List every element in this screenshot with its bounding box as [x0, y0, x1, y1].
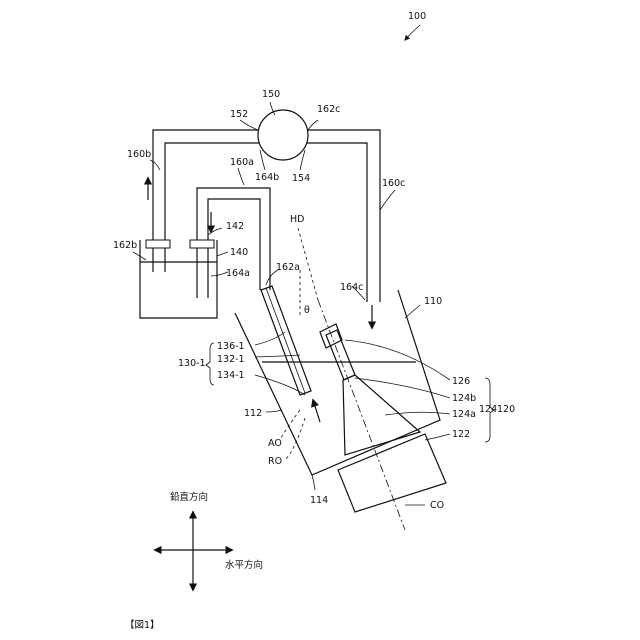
leader-142 — [208, 228, 222, 235]
leader-152 — [240, 120, 258, 130]
tube-inner-line — [266, 288, 305, 393]
leader-122 — [425, 434, 450, 440]
leader-160b — [150, 160, 160, 170]
label-114: 114 — [310, 495, 328, 506]
pipe-160c-outer — [308, 130, 380, 302]
label-126: 126 — [452, 376, 470, 387]
figure-caption: 【図1】 — [125, 620, 160, 631]
leader-160a — [238, 168, 244, 185]
label-164b: 164b — [255, 172, 279, 183]
label-theta: θ — [304, 305, 310, 316]
flow-arrow-tube — [313, 400, 320, 422]
leader-126 — [345, 340, 450, 380]
assembly-leader — [405, 25, 420, 40]
leader-160c — [380, 190, 395, 210]
label-ao: AO — [268, 438, 282, 449]
container-body — [235, 290, 440, 475]
leader-110 — [405, 305, 420, 318]
leader-134-1 — [255, 375, 305, 395]
label-152: 152 — [230, 109, 248, 120]
leader-162c — [308, 120, 318, 130]
label-162c: 162c — [317, 104, 340, 115]
bracket-130-1 — [206, 343, 214, 385]
leader-132-1 — [255, 355, 300, 357]
label-134-1: 134-1 — [217, 370, 245, 381]
tank — [140, 240, 217, 318]
label-vertical: 鉛直方向 — [170, 491, 208, 503]
hd-axis — [298, 228, 318, 300]
co-axis — [318, 300, 405, 530]
label-136-1: 136-1 — [217, 341, 245, 352]
label-154: 154 — [292, 173, 310, 184]
label-112: 112 — [244, 408, 262, 419]
label-124b: 124b — [452, 393, 476, 404]
label-142: 142 — [226, 221, 244, 232]
leader-114 — [312, 475, 315, 490]
label-164a: 164a — [226, 268, 250, 279]
nozzle-holder — [320, 324, 342, 348]
label-160a: 160a — [230, 157, 254, 168]
label-164c: 164c — [340, 282, 363, 293]
label-124a: 124a — [452, 409, 476, 420]
pipe-160c-inner — [307, 143, 367, 302]
leader-112 — [266, 410, 282, 412]
label-hd: HD — [290, 214, 304, 225]
label-co: CO — [430, 500, 444, 511]
label-130-1: 130-1 — [178, 358, 206, 369]
label-160b: 160b — [127, 149, 151, 160]
label-110: 110 — [424, 296, 442, 307]
label-160c: 160c — [382, 178, 405, 189]
tank-port-142 — [190, 240, 214, 248]
tank-port-162b — [146, 240, 170, 248]
label-100: 100 — [408, 11, 426, 22]
label-162a: 162a — [276, 262, 300, 273]
leader-140 — [217, 252, 228, 256]
label-140: 140 — [230, 247, 248, 258]
label-124: 124 — [479, 404, 497, 415]
leader-124a — [385, 412, 450, 415]
label-horizontal: 水平方向 — [225, 559, 263, 571]
label-162b: 162b — [113, 240, 137, 251]
label-120: 120 — [497, 404, 515, 415]
label-150: 150 — [262, 89, 280, 100]
pump — [258, 110, 308, 160]
label-122: 122 — [452, 429, 470, 440]
leader-164b — [260, 150, 265, 170]
label-132-1: 132-1 — [217, 354, 245, 365]
label-ro: RO — [268, 456, 282, 467]
